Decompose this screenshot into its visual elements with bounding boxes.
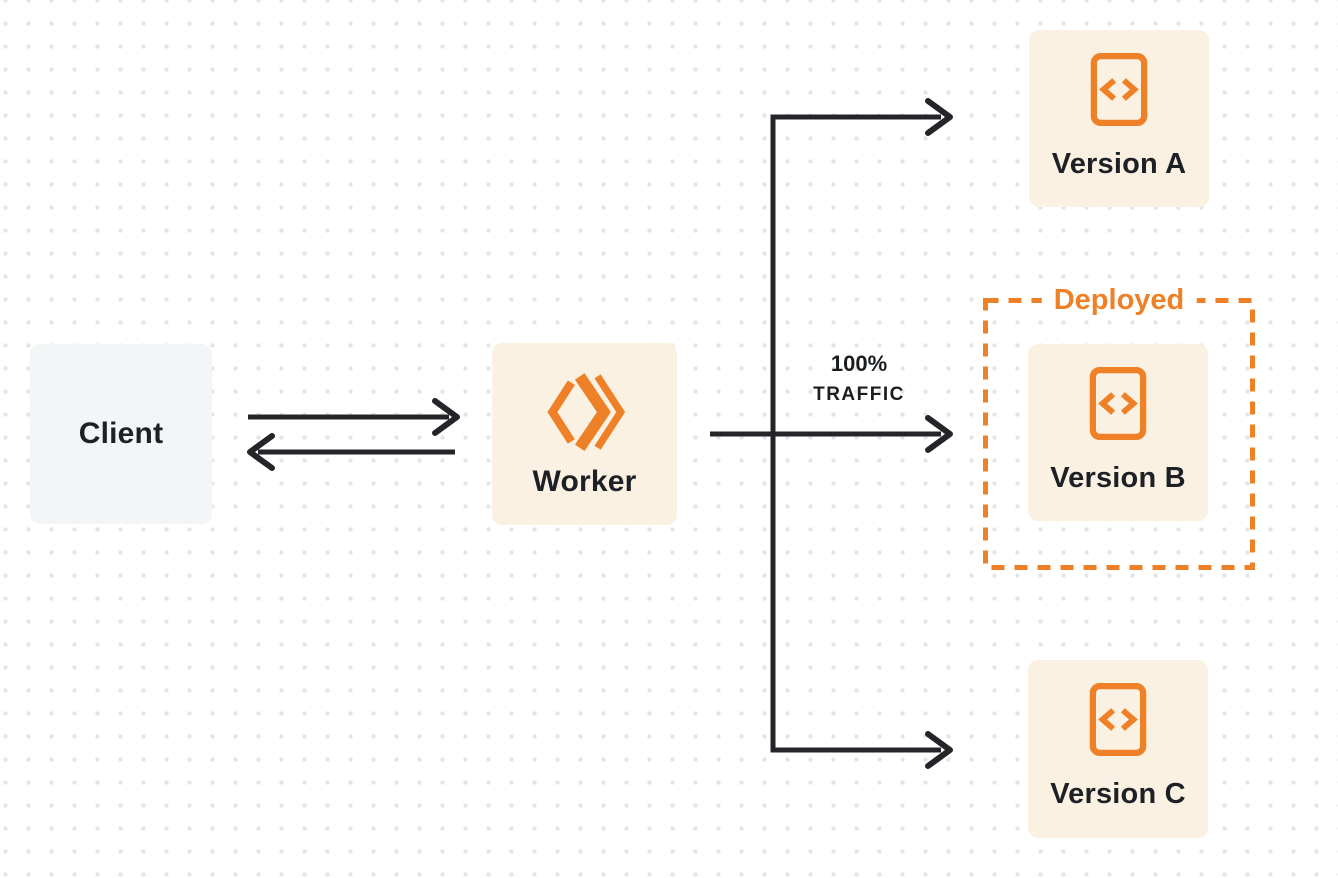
version-c-label: Version C (1050, 778, 1186, 810)
version-b-label: Version B (1050, 462, 1186, 494)
arrow-client-to-worker (248, 398, 460, 436)
arrow-worker-to-version-b (710, 415, 953, 453)
arrow-worker-to-client (247, 433, 455, 471)
deployed-badge: Deployed (1041, 283, 1197, 317)
traffic-percent: 100% (830, 351, 888, 376)
branch-line (770, 98, 953, 769)
node-version-b: Version B (1028, 344, 1208, 521)
code-file-icon (1089, 682, 1147, 757)
deployed-dashed-frame (983, 298, 1255, 570)
worker-label: Worker (532, 465, 637, 498)
code-file-icon (1090, 52, 1148, 127)
workers-logo-icon (543, 368, 627, 452)
node-version-a: Version A (1029, 30, 1209, 207)
traffic-word: TRAFFIC (813, 384, 905, 405)
code-file-icon (1089, 366, 1147, 441)
version-a-label: Version A (1051, 148, 1187, 180)
node-worker: Worker (492, 343, 677, 525)
node-version-c: Version C (1028, 660, 1208, 838)
arrow-to-version-c (925, 731, 953, 769)
arrow-to-version-a (925, 98, 953, 136)
traffic-annotation: 100% TRAFFIC (783, 349, 935, 411)
node-client: Client (30, 344, 212, 524)
client-label: Client (78, 417, 164, 450)
